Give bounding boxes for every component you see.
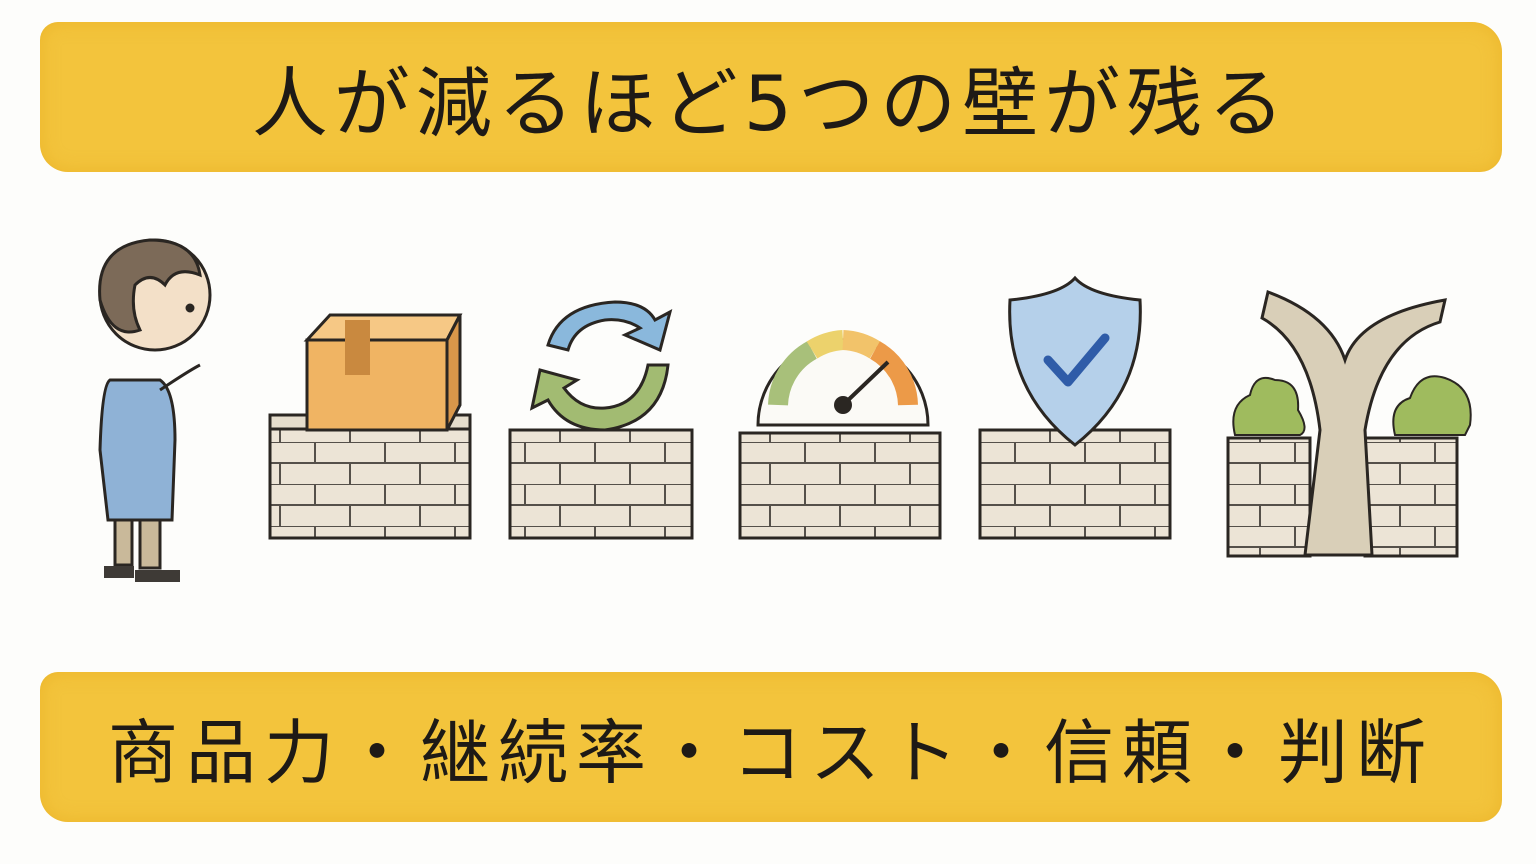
walls-caption: 商品力・継続率・コスト・信頼・判断	[108, 711, 1434, 794]
five-walls-illustration	[98, 238, 1472, 582]
wall-product-power	[268, 313, 472, 540]
caption-banner: 商品力・継続率・コスト・信頼・判断	[40, 672, 1502, 822]
page-title: 人が減るほど5つの壁が残る	[251, 59, 1291, 148]
gauge-icon	[756, 330, 930, 427]
wall-retention-rate	[508, 300, 694, 540]
refresh-arrows-icon	[529, 300, 673, 432]
person-icon	[98, 238, 212, 582]
shield-check-icon	[1008, 275, 1142, 447]
box-icon	[303, 313, 463, 432]
title-banner: 人が減るほど5つの壁が残る	[40, 22, 1502, 172]
wall-judgment	[1226, 289, 1472, 558]
bush-icon	[1232, 375, 1472, 436]
forked-road-icon	[1260, 289, 1447, 557]
wall-trust	[978, 275, 1172, 540]
wall-cost	[738, 330, 942, 540]
